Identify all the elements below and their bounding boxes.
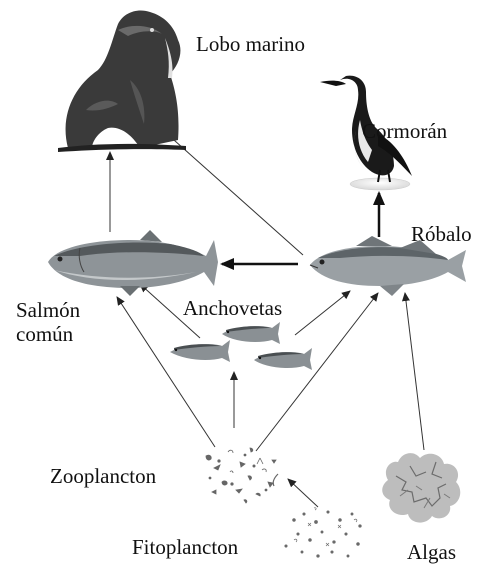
label-phytoplankton: Fitoplancton — [132, 535, 238, 559]
anchovy-fish-3 — [254, 348, 312, 370]
anchovy-fish-1 — [222, 322, 280, 344]
label-anchovies: Anchovetas — [183, 296, 282, 320]
label-salmon-line-1: Salmón — [16, 298, 80, 322]
label-algae: Algas — [407, 540, 456, 564]
label-cormorant: Cormorán — [362, 119, 447, 143]
zooplankton-illustration — [206, 448, 278, 503]
label-salmon: Salmón común — [16, 298, 80, 346]
anchovies-illustration — [170, 322, 312, 370]
label-sea-lion: Lobo marino — [196, 32, 305, 56]
phytoplankton-illustration — [285, 508, 362, 558]
salmon-illustration — [48, 230, 218, 296]
arrow-algae-to-robalo — [405, 293, 424, 450]
label-zooplankton: Zooplancton — [50, 464, 156, 488]
label-salmon-line-2: común — [16, 322, 80, 346]
label-robalo: Róbalo — [411, 222, 472, 246]
algae-illustration — [382, 453, 460, 523]
anchovy-fish-2 — [170, 340, 230, 362]
arrow-anchovies-to-robalo — [295, 291, 350, 335]
arrow-phytoplankton-to-zooplankton — [288, 479, 318, 507]
sea-lion-illustration — [58, 11, 186, 153]
